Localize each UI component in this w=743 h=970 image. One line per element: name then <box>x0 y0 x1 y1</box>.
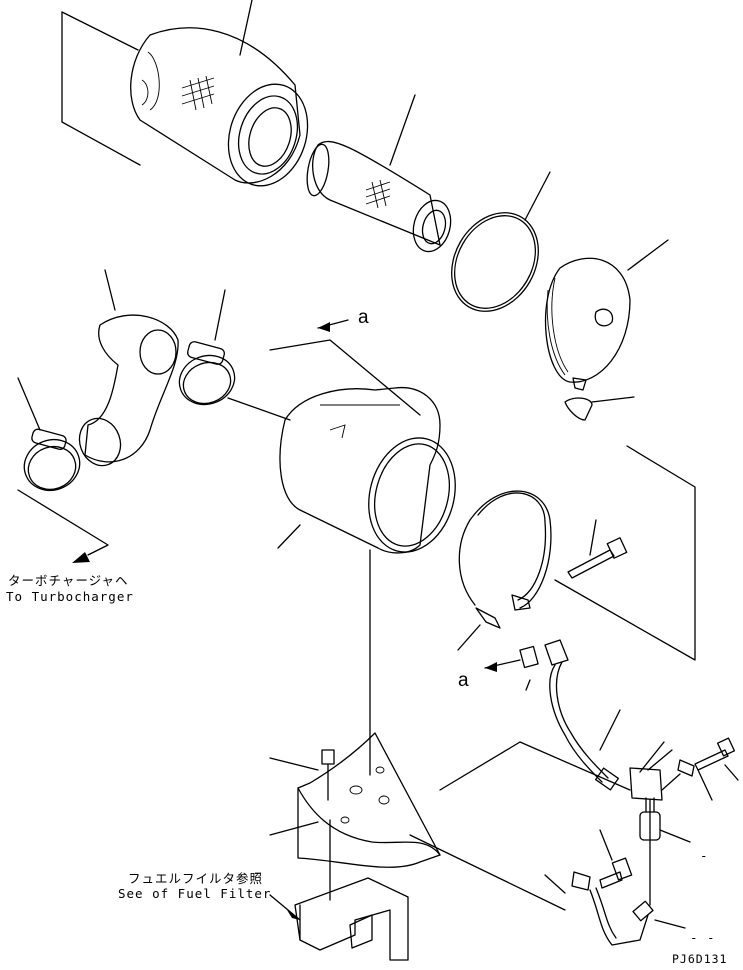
hose-clamp-2 <box>178 289 236 406</box>
filter-note-en: See of Fuel Filter <box>118 886 272 901</box>
turbo-note-jp: ターボチャージャヘ <box>8 573 129 588</box>
ref-label-lower: a <box>458 670 469 691</box>
intake-housing <box>277 387 456 776</box>
ref-arrow-upper <box>269 319 421 416</box>
vacuum-indicator <box>639 797 691 906</box>
turbo-leader <box>17 397 291 563</box>
dash-mark-2: - - <box>690 930 716 945</box>
mounting-band <box>457 445 696 661</box>
hose-clamp-1 <box>17 377 81 492</box>
ref-label-upper: a <box>358 307 369 328</box>
switch-bracket <box>629 737 739 801</box>
drawing-code: PJ6D131 <box>672 952 728 966</box>
end-cover <box>544 239 669 421</box>
turbo-note-en: To Turbocharger <box>6 589 134 604</box>
lower-harness <box>544 829 686 946</box>
dash-mark-1: - <box>700 848 709 863</box>
indicator-hose <box>519 639 621 791</box>
ref-arrow-lower <box>484 659 521 672</box>
filter-note-jp: フュエルフイルタ参照 <box>128 871 264 886</box>
elbow-hose <box>78 269 179 467</box>
o-ring <box>451 171 551 312</box>
bottom-bracket <box>269 877 409 961</box>
safety-element <box>306 94 452 253</box>
long-bolt <box>567 519 628 579</box>
air-cleaner-body <box>61 0 309 187</box>
saddle-bracket <box>269 732 631 911</box>
